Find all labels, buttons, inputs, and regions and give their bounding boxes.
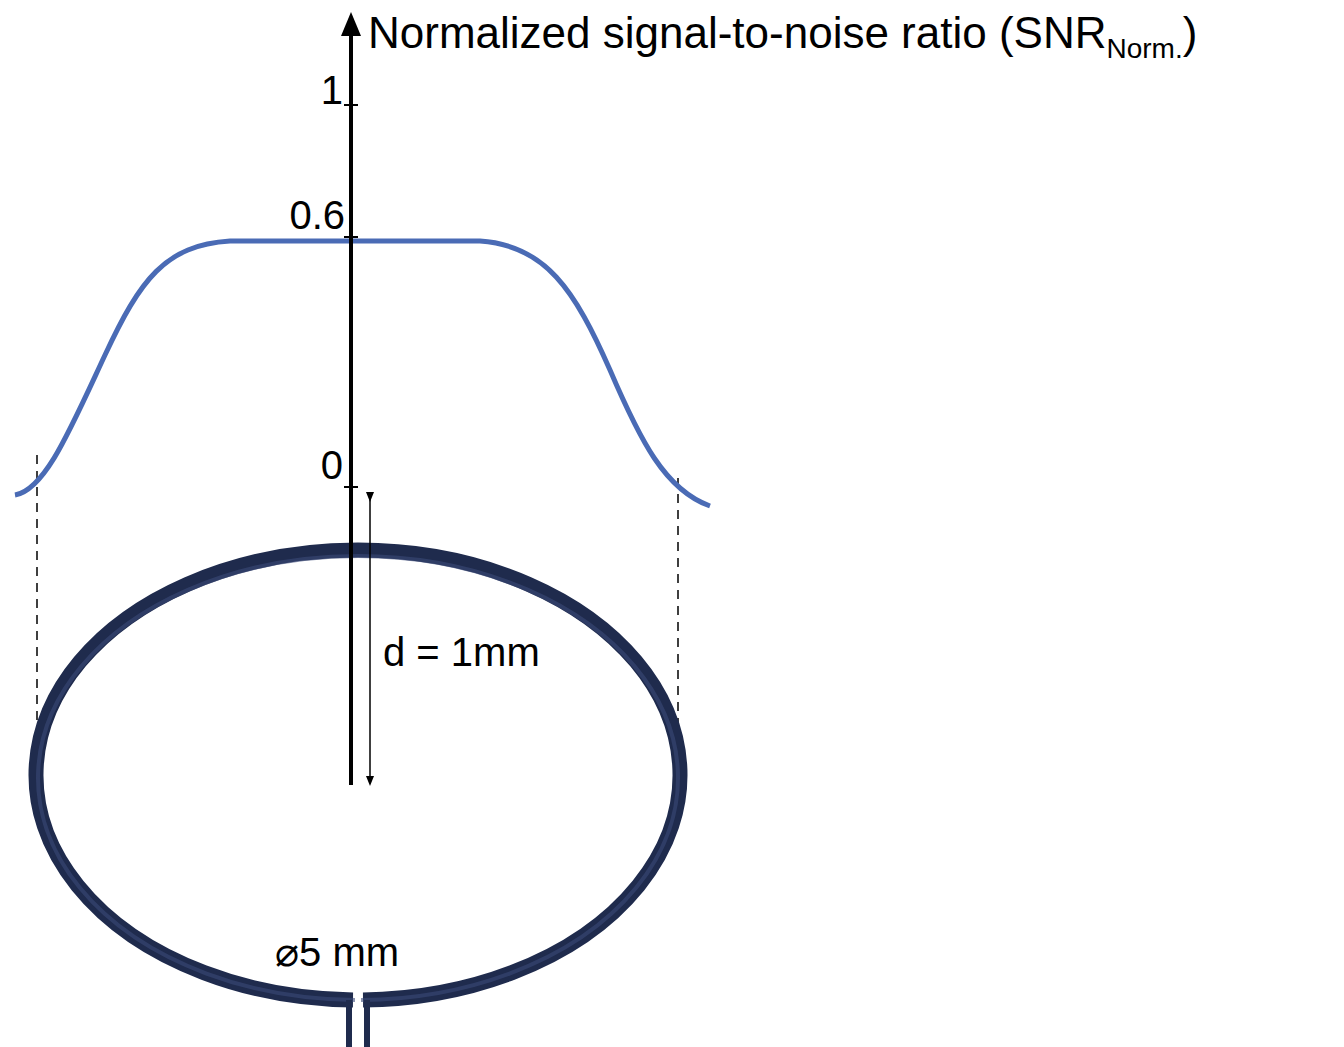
dimension-label: ⌀5 mm (275, 932, 399, 972)
snr-curve (15, 241, 710, 506)
loop-coil (36, 550, 680, 1047)
tick-label: 0.6 (289, 195, 345, 235)
axis-arrowhead (341, 12, 361, 36)
axis-title: Normalized signal-to-noise ratio (SNR (368, 11, 1106, 55)
axis-tick (344, 236, 358, 238)
y-axis (349, 34, 353, 785)
dimension-label: d = 1mm (383, 632, 540, 672)
tick-label: 1 (321, 70, 343, 110)
axis-tick (344, 104, 358, 106)
tick-label: 0 (321, 445, 343, 485)
axis-tick (344, 486, 358, 488)
axis-title: ) (1183, 11, 1198, 55)
axis-title-subscript: Norm. (1106, 35, 1182, 63)
distance-arrow (369, 497, 371, 781)
